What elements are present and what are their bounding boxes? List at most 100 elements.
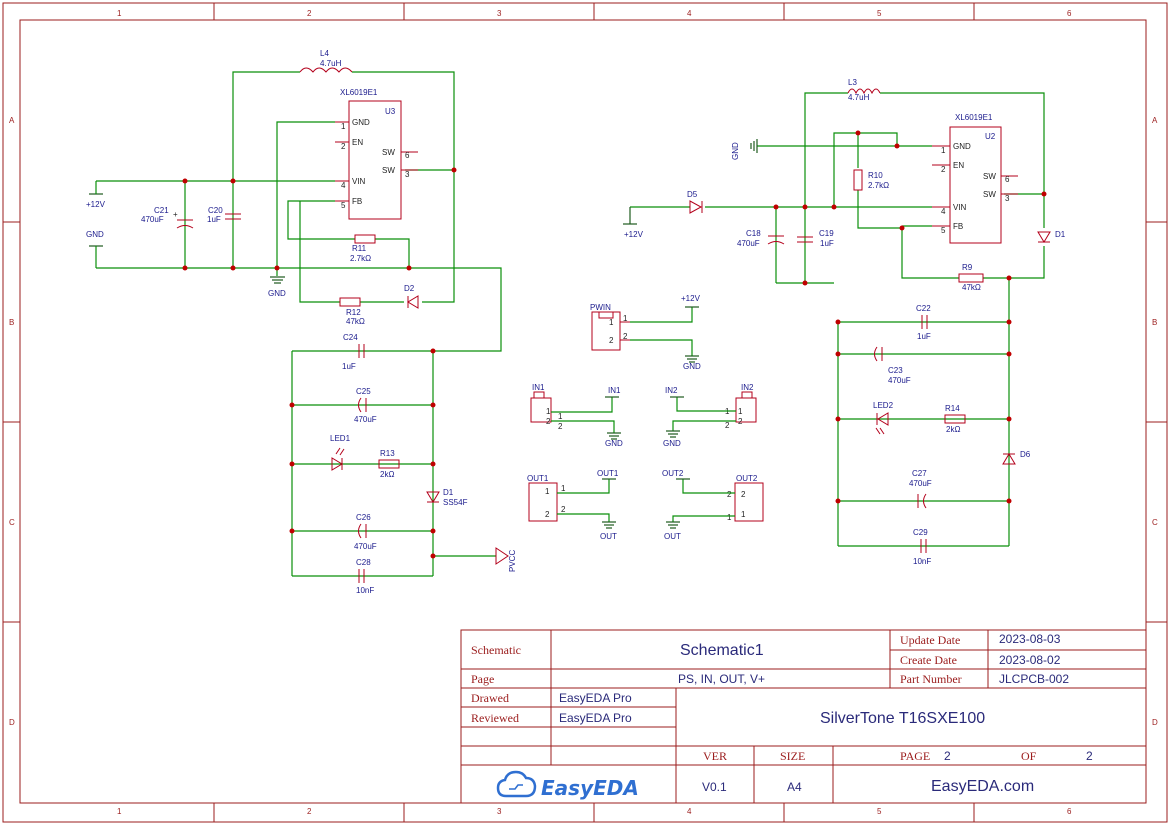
col-label: 6 — [1067, 9, 1072, 18]
r13-ref: R13 — [380, 449, 395, 458]
project-title: SilverTone T16SXE100 — [820, 710, 985, 727]
u2-pin-number: 6 — [1005, 175, 1010, 184]
pin-number: 2 — [558, 422, 563, 431]
logo-text: EasyEDA — [541, 776, 639, 800]
r9-value: 47kΩ — [962, 283, 981, 292]
pin-number: 2 — [546, 417, 551, 426]
pin-number: 1 — [558, 412, 563, 421]
resistor-r13[interactable]: R13 2kΩ — [378, 449, 400, 479]
c24-value: 1uF — [342, 362, 356, 371]
reviewed-label: Reviewed — [471, 711, 519, 725]
connector-out2[interactable]: OUT2 2 1 2 1 — [727, 474, 764, 522]
u2-ref: U2 — [985, 132, 996, 141]
circuit-icon — [509, 784, 523, 790]
capacitor-c19[interactable]: C19 1uF — [797, 229, 834, 248]
capacitor-c24[interactable]: C24 1uF — [342, 333, 365, 371]
c23-ref: C23 — [888, 366, 903, 375]
net-label: GND — [605, 439, 623, 448]
l3-ref: L3 — [848, 78, 857, 87]
diode-d5[interactable]: D5 — [687, 190, 703, 214]
diode-d1-ss54f[interactable]: D1 SS54F — [426, 488, 468, 507]
capacitor-c27[interactable]: C27 470uF — [909, 469, 932, 509]
net-label: GND — [683, 362, 701, 371]
capacitor-c20[interactable]: C20 1uF — [207, 206, 241, 224]
resistor-r12[interactable]: R12 47kΩ — [339, 297, 365, 326]
out1-wires: OUT1 OUT — [557, 469, 619, 541]
capacitor-c18[interactable]: C18 470uF — [737, 229, 785, 248]
capacitor-c21[interactable]: + C21 470uF — [141, 206, 194, 229]
r13-value: 2kΩ — [380, 470, 394, 479]
pin-number: 1 — [546, 407, 551, 416]
capacitor-c25[interactable]: C25 470uF — [354, 387, 377, 424]
resistor-r14[interactable]: R14 2kΩ — [944, 404, 966, 434]
u2-pin-number: 2 — [941, 165, 946, 174]
u2-pin-label: GND — [953, 142, 971, 151]
r11-ref: R11 — [352, 244, 367, 253]
page-value: PS, IN, OUT, V+ — [678, 672, 765, 686]
connector-pwin[interactable]: PWIN 1 2 1 2 — [590, 303, 630, 351]
led-led1[interactable]: LED1 — [330, 434, 351, 471]
drawed-label: Drawed — [471, 691, 509, 705]
u2-pin-number: 4 — [941, 207, 946, 216]
resistor-r9[interactable]: R9 47kΩ — [958, 263, 984, 292]
diode-d2[interactable]: D2 — [404, 284, 419, 309]
ground-symbol-u3: GND — [268, 276, 286, 298]
col-label: 1 — [117, 807, 122, 816]
pin-number: 1 — [738, 407, 743, 416]
ic-u2[interactable]: XL6019E1 U2 GND EN VIN FB SW SW 1 2 4 5 … — [932, 113, 1018, 244]
r14-value: 2kΩ — [946, 425, 960, 434]
net-label: OUT — [664, 532, 681, 541]
d1a-value: SS54F — [443, 498, 468, 507]
inductor-l3[interactable]: L3 4.7uH — [847, 78, 881, 102]
capacitor-c28[interactable]: C28 10nF — [356, 558, 374, 595]
row-label: D — [9, 718, 15, 727]
c23-value: 470uF — [888, 376, 911, 385]
row-label: C — [9, 518, 15, 527]
capacitor-c29[interactable]: C29 10nF — [913, 528, 931, 566]
net-label: +12V — [86, 200, 106, 209]
net-label: GND — [663, 439, 681, 448]
u2-pin-number: 1 — [941, 146, 946, 155]
net-label: PVCC — [508, 550, 517, 572]
capacitor-c23[interactable]: C23 470uF — [874, 346, 911, 385]
capacitor-c26[interactable]: C26 470uF — [354, 513, 377, 551]
connector-out1[interactable]: OUT1 1 2 1 2 — [527, 474, 566, 522]
u3-pin-label: EN — [352, 138, 363, 147]
c19-ref: C19 — [819, 229, 834, 238]
diode-d1-right[interactable]: D1 — [1037, 230, 1066, 243]
resistor-r10[interactable]: R10 2.7kΩ — [853, 169, 889, 191]
c24-ref: C24 — [343, 333, 358, 342]
c18-ref: C18 — [746, 229, 761, 238]
c28-value: 10nF — [356, 586, 374, 595]
pin-number: 2 — [725, 421, 730, 430]
update-date-value: 2023-08-03 — [999, 632, 1061, 646]
inductor-l4[interactable]: L4 4.7uH — [299, 49, 353, 73]
diode-d6[interactable]: D6 — [1002, 450, 1031, 465]
ic-u3[interactable]: XL6019E1 U3 GND EN VIN FB SW SW 1 2 4 5 … — [335, 88, 418, 220]
u3-ref: U3 — [385, 107, 396, 116]
create-date-label: Create Date — [900, 653, 957, 667]
resistor-r11[interactable]: R11 2.7kΩ — [350, 234, 376, 263]
pin-number: 1 — [741, 510, 746, 519]
row-label: A — [9, 116, 15, 125]
pin-number: 1 — [609, 318, 614, 327]
c25-ref: C25 — [356, 387, 371, 396]
col-label: 6 — [1067, 807, 1072, 816]
d6-ref: D6 — [1020, 450, 1031, 459]
c20-value: 1uF — [207, 215, 221, 224]
pin-number: 2 — [545, 510, 550, 519]
c27-ref: C27 — [912, 469, 927, 478]
led2-ref: LED2 — [873, 401, 894, 410]
connector-in1[interactable]: IN1 1 2 1 2 — [530, 383, 563, 431]
u3-pin-number: 4 — [341, 181, 346, 190]
led-led2[interactable]: LED2 — [873, 401, 894, 435]
capacitor-c22[interactable]: C22 1uF — [916, 304, 931, 341]
row-label: C — [1152, 518, 1158, 527]
out2-wires: OUT2 OUT — [662, 469, 735, 541]
net-label: OUT2 — [662, 469, 684, 478]
pwin-ref: PWIN — [590, 303, 611, 312]
connector-in2[interactable]: IN2 1 2 1 2 — [725, 383, 757, 430]
col-label: 2 — [307, 9, 312, 18]
row-label: B — [1152, 318, 1157, 327]
c28-ref: C28 — [356, 558, 371, 567]
